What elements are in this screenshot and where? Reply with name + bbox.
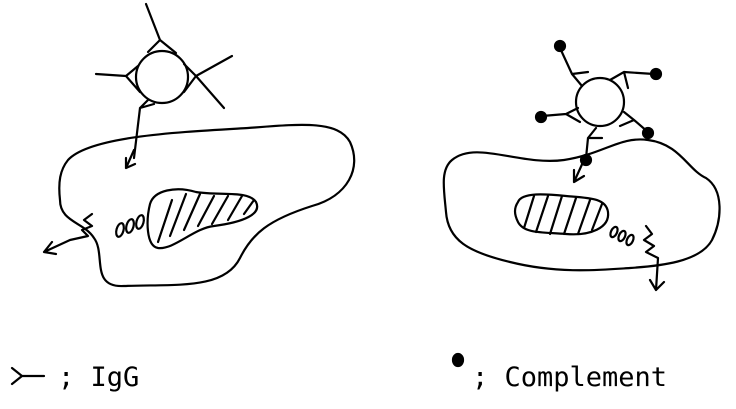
left-particle-circle — [136, 51, 188, 103]
right-nucleus-hatch — [524, 196, 534, 228]
right-nucleus-hatch — [592, 204, 602, 230]
right-entry-arrow — [574, 160, 584, 182]
left-granule — [115, 222, 125, 237]
right-nucleus-hatch — [550, 196, 562, 234]
complement-dot — [536, 112, 546, 122]
left-panel-igg — [44, 4, 354, 286]
right-release-arrow — [644, 226, 664, 290]
y-antibody-icon — [12, 368, 44, 384]
complement-dot — [651, 69, 661, 79]
left-igg-right — [184, 56, 232, 108]
left-nucleus-hatch — [244, 200, 254, 214]
complement-dot — [555, 41, 565, 51]
left-granule — [135, 214, 145, 229]
left-igg-bottom — [134, 100, 154, 158]
left-igg-top — [146, 4, 176, 53]
right-nucleus-hatch — [578, 200, 590, 234]
left-release-arrow — [44, 214, 92, 254]
right-granule — [625, 234, 635, 247]
left-nucleus-hatch — [198, 196, 214, 226]
right-igg-left — [542, 108, 580, 122]
left-nucleus-hatch — [228, 196, 242, 220]
filled-dot-icon — [453, 354, 463, 366]
right-igg-top-left — [560, 48, 588, 86]
legend-complement-label: ; Complement — [472, 364, 667, 391]
left-granules — [115, 214, 145, 237]
left-granule — [125, 218, 135, 233]
left-nucleus-hatch — [212, 196, 228, 224]
right-granule — [609, 226, 619, 239]
right-panel-complement — [444, 41, 720, 290]
left-igg-left — [96, 66, 140, 92]
right-nucleus — [515, 194, 608, 234]
right-granule — [617, 230, 627, 243]
left-nucleus — [148, 189, 258, 248]
left-particle — [96, 4, 232, 168]
left-cell-outline — [59, 125, 354, 286]
legend-igg-label: ; IgG — [58, 364, 139, 391]
right-nucleus-hatch — [536, 196, 548, 232]
right-nucleus-hatch — [564, 198, 576, 234]
complement-dot — [643, 128, 653, 138]
right-granules — [609, 226, 635, 247]
right-particle-circle — [576, 78, 624, 126]
